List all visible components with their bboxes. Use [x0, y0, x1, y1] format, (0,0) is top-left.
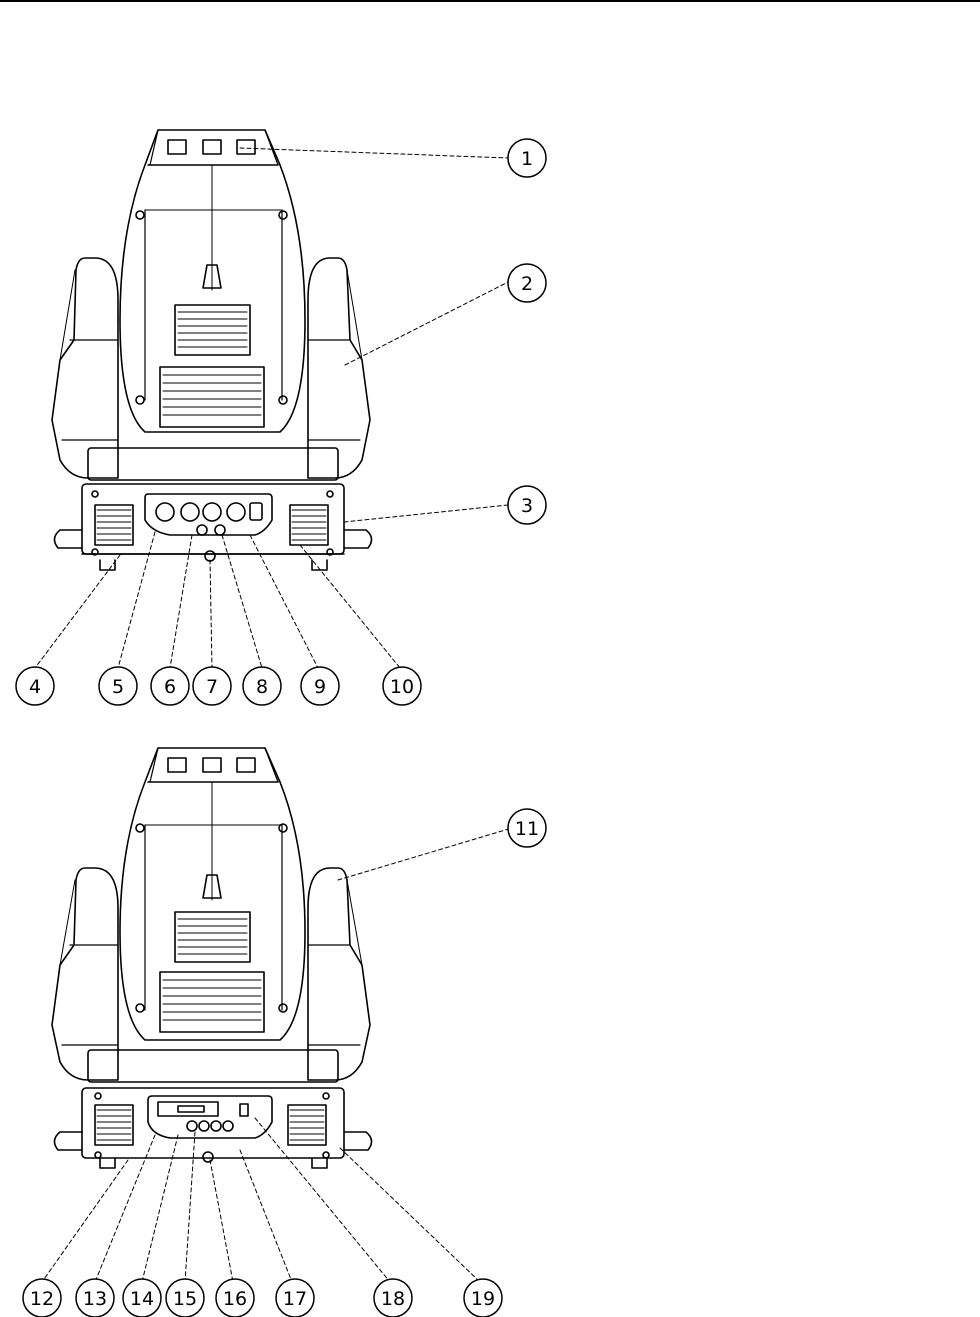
front-view	[52, 130, 372, 570]
callout-19: 19	[464, 1279, 502, 1317]
handle-right-rear	[344, 1132, 372, 1150]
callout-label: 19	[471, 1288, 495, 1310]
callout-10: 10	[383, 667, 421, 705]
handle-right	[344, 530, 372, 548]
callout-13: 13	[76, 1279, 114, 1317]
callout-label: 16	[223, 1288, 247, 1310]
yoke-arm-right-rear	[308, 868, 370, 1080]
callout-2: 2	[508, 264, 546, 302]
callout-label: 17	[283, 1288, 307, 1310]
callout-11: 11	[508, 809, 546, 847]
handle-left-rear	[54, 1132, 82, 1150]
callout-6: 6	[151, 667, 189, 705]
callout-label: 6	[164, 676, 176, 698]
callout-label: 12	[30, 1288, 54, 1310]
callout-15: 15	[166, 1279, 204, 1317]
connector-panel	[145, 494, 272, 535]
callout-17: 17	[276, 1279, 314, 1317]
callout-5: 5	[99, 667, 137, 705]
callout-3: 3	[508, 486, 546, 524]
yoke-arm-left	[52, 258, 118, 478]
callout-4: 4	[16, 667, 54, 705]
callout-label: 18	[381, 1288, 405, 1310]
callout-label: 14	[130, 1288, 154, 1310]
callout-label: 3	[521, 495, 533, 517]
callout-18: 18	[374, 1279, 412, 1317]
callout-label: 13	[83, 1288, 107, 1310]
callout-16: 16	[216, 1279, 254, 1317]
handle-left	[54, 530, 82, 548]
callout-label: 2	[521, 273, 533, 295]
callout-label: 9	[314, 676, 326, 698]
callout-label: 5	[112, 676, 124, 698]
callout-label: 10	[390, 676, 414, 698]
callout-12: 12	[23, 1279, 61, 1317]
callout-label: 15	[173, 1288, 197, 1310]
callout-1: 1	[508, 139, 546, 177]
leader-lines	[35, 148, 512, 1282]
callout-label: 1	[521, 148, 533, 170]
yoke-arm-right	[308, 258, 370, 478]
rear-view	[52, 748, 372, 1168]
callout-label: 4	[29, 676, 41, 698]
callout-label: 8	[256, 676, 268, 698]
callout-14: 14	[123, 1279, 161, 1317]
callout-8: 8	[243, 667, 281, 705]
callout-9: 9	[301, 667, 339, 705]
callout-7: 7	[193, 667, 231, 705]
yoke-arm-left-rear	[52, 868, 118, 1080]
callout-label: 11	[515, 818, 539, 840]
callout-label: 7	[206, 676, 218, 698]
